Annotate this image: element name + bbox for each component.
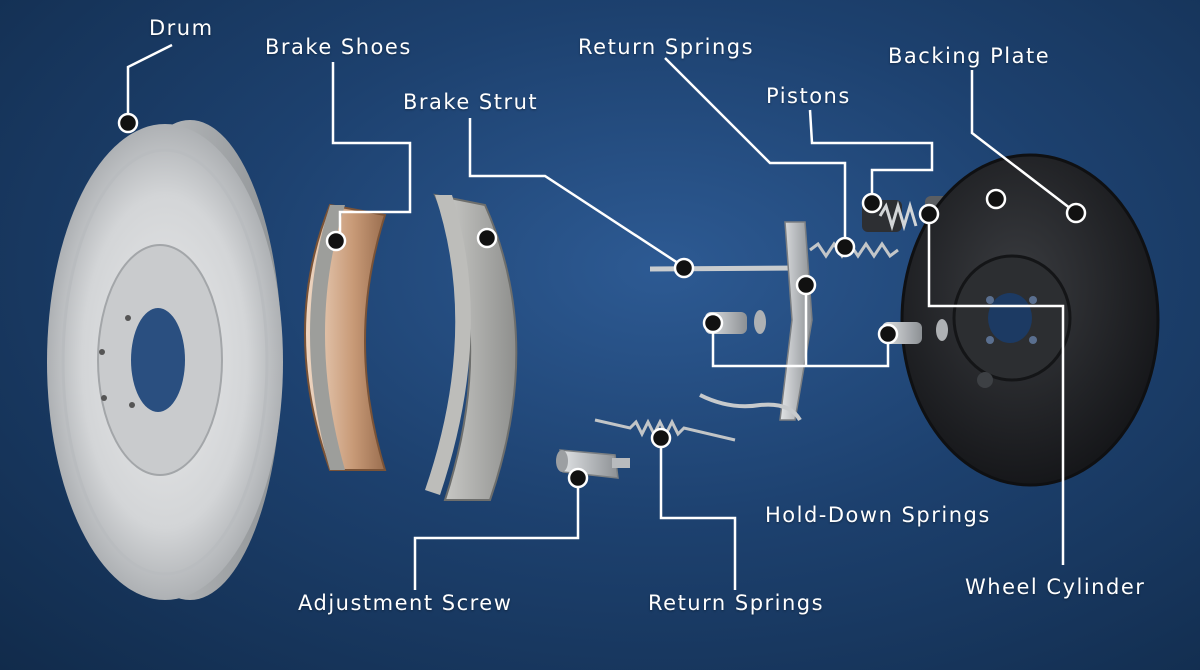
leader-wheel-cylinder — [927, 214, 1065, 565]
brake-shoes-part — [304, 193, 518, 501]
label-drum: Drum — [149, 16, 214, 40]
leader-brake-strut — [468, 118, 685, 269]
brake-strut-part — [649, 265, 801, 272]
leader-hold-down-springs — [711, 324, 890, 368]
marker-strut — [673, 257, 695, 279]
bottom-return-spring-part — [594, 418, 736, 442]
leader-pistons — [808, 109, 934, 200]
marker-return-spring-bottom — [650, 427, 672, 449]
leader-brake-shoes — [331, 62, 412, 241]
label-adjustment-screw: Adjustment Screw — [298, 591, 513, 615]
marker-lever — [795, 274, 817, 296]
marker-return-spring-top — [834, 236, 856, 258]
label-wheel-cylinder: Wheel Cylinder — [965, 575, 1146, 599]
marker-shoe-left — [325, 230, 347, 252]
marker-backing-plate — [1065, 202, 1087, 224]
marker-hold-down-right — [877, 323, 899, 345]
label-hold-down-springs: Hold-Down Springs — [765, 503, 991, 527]
marker-drum — [117, 112, 139, 134]
marker-piston-right — [985, 188, 1007, 210]
leader-backing-plate — [970, 70, 1076, 213]
leader-drum — [126, 43, 173, 123]
marker-wheel-cylinder — [918, 203, 940, 225]
adjustment-screw-part — [556, 449, 630, 479]
leader-return-springs-top — [664, 57, 847, 247]
marker-adjustment-screw — [567, 467, 589, 489]
backing-plate-part — [900, 153, 1160, 487]
cable-hook-part — [699, 393, 802, 422]
marker-shoe-right — [476, 227, 498, 249]
label-return-springs-bottom: Return Springs — [648, 591, 825, 615]
label-brake-strut: Brake Strut — [403, 90, 539, 114]
leader-adjustment-screw — [413, 478, 580, 590]
label-return-springs-top: Return Springs — [578, 35, 755, 59]
leader-return-springs-bottom — [659, 438, 737, 590]
label-pistons: Pistons — [766, 84, 851, 108]
drum-part — [47, 120, 283, 600]
label-brake-shoes: Brake Shoes — [265, 35, 412, 59]
marker-piston-left — [861, 192, 883, 214]
marker-hold-down-left — [702, 312, 724, 334]
lever-part — [779, 221, 813, 421]
label-backing-plate: Backing Plate — [888, 44, 1051, 68]
